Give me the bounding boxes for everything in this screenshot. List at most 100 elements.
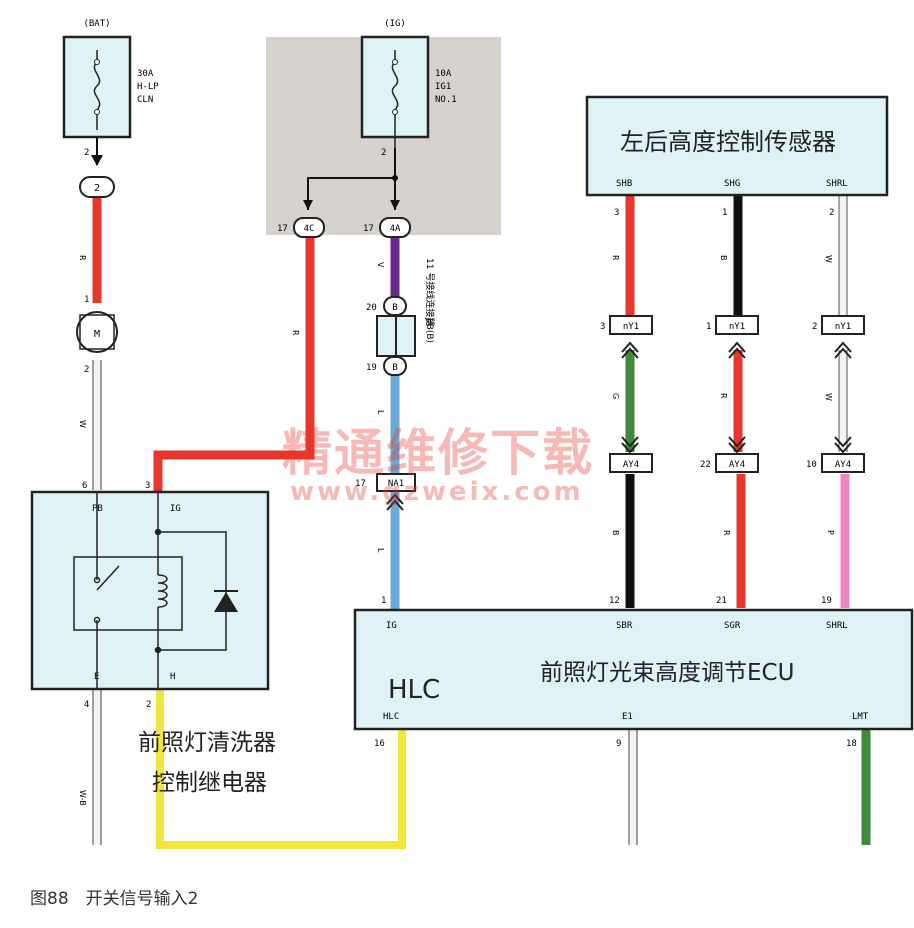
connector-2 <box>79 176 115 198</box>
svg-text:3: 3 <box>145 481 150 491</box>
svg-text:1: 1 <box>84 295 89 305</box>
ay4-1: AY4 <box>623 460 639 470</box>
fuse-bat-line2: H-LP <box>137 82 159 92</box>
relay-h: H <box>170 672 175 682</box>
svg-text:NO.1: NO.1 <box>435 95 457 105</box>
ecu-sgr: SGR <box>724 621 741 631</box>
svg-text:10A: 10A <box>435 69 452 79</box>
svg-text:17: 17 <box>277 224 288 234</box>
svg-text:2: 2 <box>84 365 89 375</box>
svg-text:P: P <box>826 530 835 535</box>
ny1-1: nY1 <box>623 322 639 332</box>
relay-ig: IG <box>170 504 181 514</box>
svg-text:4C: 4C <box>304 224 315 234</box>
relay-title-2: 控制继电器 <box>152 770 267 796</box>
wire-relay-h-ecu-hlc <box>156 690 406 849</box>
svg-text:B: B <box>611 530 620 536</box>
ay4-2: AY4 <box>729 460 745 470</box>
svg-text:V: V <box>376 262 385 268</box>
svg-text:L: L <box>376 410 385 415</box>
svg-text:20: 20 <box>366 303 377 313</box>
svg-text:B: B <box>392 303 397 313</box>
svg-text:6: 6 <box>82 481 87 491</box>
svg-text:NA1: NA1 <box>388 479 404 489</box>
svg-text:21: 21 <box>716 596 727 606</box>
relay-title-1: 前照灯清洗器 <box>138 730 276 756</box>
connector-na1 <box>376 473 416 492</box>
svg-text:G: G <box>611 393 620 399</box>
ecu-hlc-big: HLC <box>388 675 440 705</box>
ecu-lmt: LMT <box>852 712 869 722</box>
headlamp-leveling-ecu <box>353 608 914 731</box>
ecu-sbr: SBR <box>616 621 633 631</box>
svg-text:3: 3 <box>614 208 619 218</box>
svg-text:12: 12 <box>609 596 620 606</box>
svg-text:1: 1 <box>706 322 711 332</box>
watermark-line1: 精通维修下载 <box>282 424 594 482</box>
svg-text:R: R <box>611 255 620 261</box>
height-sensor-box <box>585 95 889 197</box>
svg-text:19: 19 <box>821 596 832 606</box>
connector-4a <box>379 217 411 238</box>
svg-text:19: 19 <box>366 363 377 373</box>
motor-label: M <box>94 329 100 340</box>
ny1-2: nY1 <box>729 322 745 332</box>
svg-text:18: 18 <box>846 739 857 749</box>
sensor-title: 左后高度控制传感器 <box>620 128 836 156</box>
ecu-ig: IG <box>386 621 397 631</box>
svg-text:9: 9 <box>616 739 621 749</box>
fuse-bat-supply: (BAT) <box>83 19 110 29</box>
svg-text:R: R <box>722 530 731 536</box>
svg-text:W: W <box>824 393 833 401</box>
svg-text:SHG: SHG <box>724 179 740 189</box>
connector-4c <box>293 217 325 238</box>
svg-text:W: W <box>78 420 87 428</box>
svg-text:2: 2 <box>381 148 386 158</box>
watermark-line2: www.gzweix.com <box>290 477 584 507</box>
figure-caption: 图88 开关信号输入2 <box>30 889 199 909</box>
svg-text:R: R <box>291 330 300 336</box>
svg-text:B: B <box>392 363 397 373</box>
svg-text:2: 2 <box>829 208 834 218</box>
svg-text:R: R <box>78 255 87 261</box>
ecu-hlc: HLC <box>383 712 399 722</box>
svg-text:W: W <box>824 255 833 263</box>
svg-text:2: 2 <box>94 183 100 194</box>
connector-b-bottom <box>383 356 407 376</box>
svg-text:1: 1 <box>722 208 727 218</box>
svg-text:B: B <box>719 255 728 261</box>
fuse-ig-icon <box>391 50 399 148</box>
ecu-e1: E1 <box>622 712 633 722</box>
washer-motor <box>76 311 118 353</box>
svg-text:1: 1 <box>381 596 386 606</box>
ecu-shrl: SHRL <box>826 621 848 631</box>
svg-text:L: L <box>376 548 385 553</box>
ecu-title: 前照灯光束高度调节ECU <box>540 660 794 686</box>
svg-text:4A: 4A <box>390 224 401 234</box>
fuse-bat-line3: CLN <box>137 95 153 105</box>
svg-text:W-B: W-B <box>78 790 87 806</box>
wire-4c-relay-ig <box>153 237 315 492</box>
svg-text:SHB: SHB <box>616 179 632 189</box>
svg-text:10: 10 <box>806 460 817 470</box>
svg-text:R: R <box>719 393 728 399</box>
svg-text:17: 17 <box>363 224 374 234</box>
connector-ay4-row <box>609 436 865 473</box>
svg-text:2: 2 <box>812 322 817 332</box>
fuse-bat-pin: 2 <box>84 148 89 158</box>
jb-note-1: J/B(B) <box>424 317 434 343</box>
diode-icon <box>214 592 238 612</box>
ny1-3: nY1 <box>835 322 851 332</box>
svg-text:SHRL: SHRL <box>826 179 848 189</box>
ay4-3: AY4 <box>835 460 851 470</box>
fuse-bat-icon <box>93 50 101 130</box>
svg-text:IG1: IG1 <box>435 82 451 92</box>
wire-ig-split <box>307 148 396 210</box>
fuse-bat-line1: 30A <box>137 69 154 79</box>
connector-ny1-row <box>609 315 865 359</box>
svg-text:22: 22 <box>700 460 711 470</box>
svg-text:2: 2 <box>146 700 151 710</box>
jb-note-2: 11 号接线连接器 <box>424 258 436 326</box>
fuse-ig-supply: (IG) <box>384 19 406 29</box>
svg-text:4: 4 <box>84 700 89 710</box>
